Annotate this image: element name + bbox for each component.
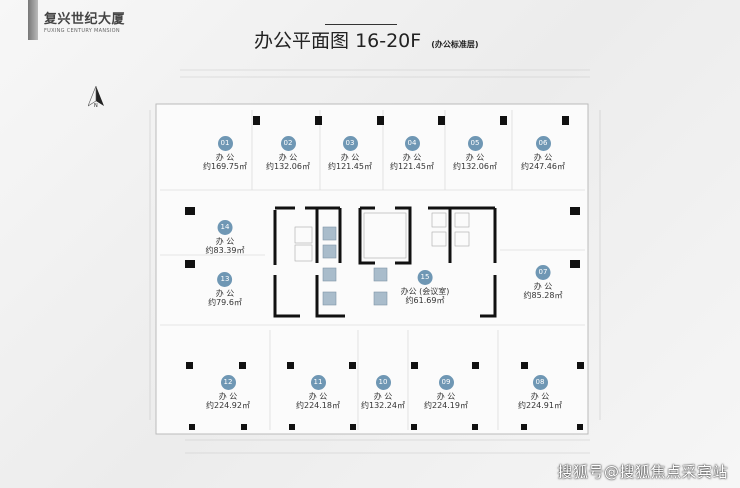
unit-area: 约132.06㎡ xyxy=(453,162,497,171)
unit-number-badge: 10 xyxy=(375,375,391,390)
unit-04[interactable]: 04 办 公约121.45㎡ xyxy=(390,136,434,171)
unit-area: 约61.69㎡ xyxy=(405,296,445,305)
unit-13[interactable]: 13 办 公约79.6㎡ xyxy=(208,272,242,307)
unit-type: 办 公 xyxy=(340,153,360,162)
unit-area: 约132.06㎡ xyxy=(266,162,310,171)
unit-area: 约85.28㎡ xyxy=(523,291,563,300)
unit-number-badge: 07 xyxy=(535,265,551,280)
unit-number-badge: 02 xyxy=(280,136,296,151)
logo: 复兴世纪大厦 FUXING CENTURY MANSION xyxy=(28,0,125,40)
unit-type: 办 公 xyxy=(465,153,485,162)
logo-name-en: FUXING CENTURY MANSION xyxy=(44,28,120,34)
unit-type: 办 公 xyxy=(533,282,553,291)
unit-area: 约224.19㎡ xyxy=(424,401,468,410)
unit-type: 办 公 xyxy=(215,153,235,162)
unit-area: 约224.91㎡ xyxy=(518,401,562,410)
title-note: (办公标准层) xyxy=(431,40,479,49)
north-label: N xyxy=(94,103,98,108)
unit-area: 约247.46㎡ xyxy=(521,162,565,171)
unit-05[interactable]: 05 办 公约132.06㎡ xyxy=(453,136,497,171)
logo-mark xyxy=(28,0,38,40)
unit-type: 办 公 xyxy=(533,153,553,162)
unit-number-badge: 08 xyxy=(532,375,548,390)
unit-number-badge: 14 xyxy=(217,220,233,235)
title-main: 办公平面图 xyxy=(254,30,350,52)
unit-type: 办 公 xyxy=(215,237,235,246)
unit-type: 办 公 xyxy=(530,392,550,401)
unit-type: 办 公 xyxy=(373,392,393,401)
unit-06[interactable]: 06 办 公约247.46㎡ xyxy=(521,136,565,171)
unit-area: 约83.39㎡ xyxy=(205,246,245,255)
unit-number-badge: 03 xyxy=(342,136,358,151)
unit-11[interactable]: 11 办 公约224.18㎡ xyxy=(296,375,340,410)
unit-number-badge: 06 xyxy=(535,136,551,151)
title-floors: 16-20F xyxy=(355,30,422,52)
unit-type: 办 公 xyxy=(218,392,238,401)
unit-02[interactable]: 02 办 公约132.06㎡ xyxy=(266,136,310,171)
unit-number-badge: 12 xyxy=(220,375,236,390)
unit-type: 办 公 xyxy=(308,392,328,401)
unit-area: 约79.6㎡ xyxy=(208,298,242,307)
unit-10[interactable]: 10 办 公约132.24㎡ xyxy=(361,375,405,410)
title-rule xyxy=(325,24,397,25)
unit-area: 约224.18㎡ xyxy=(296,401,340,410)
unit-type: 办 公 xyxy=(215,289,235,298)
unit-01[interactable]: 01 办 公约169.75㎡ xyxy=(203,136,247,171)
unit-area: 约224.92㎡ xyxy=(206,401,250,410)
unit-15[interactable]: 15 办公 (会议室)约61.69㎡ xyxy=(400,270,450,305)
unit-number-badge: 04 xyxy=(404,136,420,151)
unit-type: 办 公 xyxy=(436,392,456,401)
unit-type: 办 公 xyxy=(402,153,422,162)
unit-type: 办 公 xyxy=(278,153,298,162)
unit-number-badge: 15 xyxy=(417,270,433,285)
logo-name-cn: 复兴世纪大厦 xyxy=(44,12,126,27)
north-arrow-icon: N xyxy=(88,86,104,108)
unit-12[interactable]: 12 办 公约224.92㎡ xyxy=(206,375,250,410)
unit-08[interactable]: 08 办 公约224.91㎡ xyxy=(518,375,562,410)
unit-number-badge: 05 xyxy=(467,136,483,151)
unit-number-badge: 13 xyxy=(217,272,233,287)
page-title: 办公平面图 16-20F (办公标准层) xyxy=(254,26,479,53)
unit-14[interactable]: 14 办 公约83.39㎡ xyxy=(205,220,245,255)
unit-03[interactable]: 03 办 公约121.45㎡ xyxy=(328,136,372,171)
unit-number-badge: 11 xyxy=(310,375,326,390)
unit-number-badge: 09 xyxy=(438,375,454,390)
unit-area: 约132.24㎡ xyxy=(361,401,405,410)
watermark: 搜狐号@搜狐焦点采宾站 xyxy=(557,463,728,481)
unit-09[interactable]: 09 办 公约224.19㎡ xyxy=(424,375,468,410)
unit-number-badge: 01 xyxy=(217,136,233,151)
unit-area: 约121.45㎡ xyxy=(390,162,434,171)
unit-area: 约169.75㎡ xyxy=(203,162,247,171)
unit-area: 约121.45㎡ xyxy=(328,162,372,171)
unit-07[interactable]: 07 办 公约85.28㎡ xyxy=(523,265,563,300)
unit-type: 办公 (会议室) xyxy=(400,287,450,296)
